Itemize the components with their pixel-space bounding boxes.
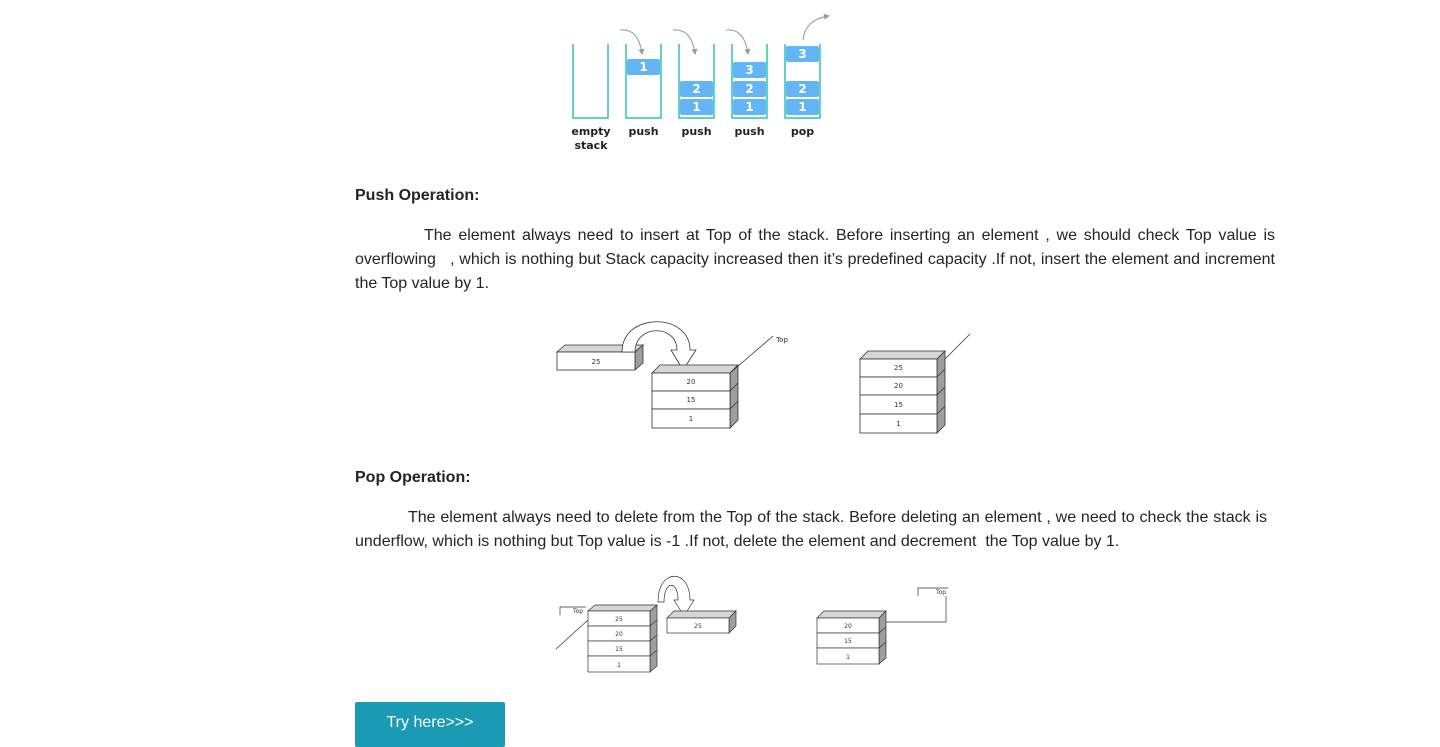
block-value: 2 <box>798 82 806 96</box>
block-push1-1 <box>627 59 660 75</box>
caption-empty: empty <box>571 125 610 138</box>
top-pointer-line <box>555 619 589 650</box>
moving-block <box>555 344 645 371</box>
stack-value: 15 <box>615 646 623 653</box>
result-top-pointer <box>886 596 947 623</box>
curved-arrow <box>657 575 695 617</box>
result-value: 20 <box>844 623 852 630</box>
block-value: 3 <box>798 47 806 61</box>
push-arrow-3 <box>725 29 751 55</box>
block-push3-2 <box>733 81 766 97</box>
caption-push: push <box>734 125 764 138</box>
stack-container-push-3 <box>731 44 768 119</box>
pop-operation-text: The element always need to delete from t… <box>355 509 1267 550</box>
result-stack <box>816 610 887 665</box>
push-arrow-1 <box>619 29 645 55</box>
stack-value: 1 <box>689 415 693 423</box>
block-value: 2 <box>745 82 753 96</box>
block-value: 1 <box>692 100 700 114</box>
popped-value: 25 <box>694 623 702 630</box>
result-top-line <box>944 333 971 360</box>
top-label: Top <box>775 336 788 344</box>
result-value: 15 <box>894 401 903 409</box>
block-push2-1 <box>680 99 713 115</box>
stack-container-pop <box>784 44 821 119</box>
stack-value: 20 <box>615 631 623 638</box>
block-pop-3 <box>786 46 819 62</box>
curved-arrow <box>621 321 697 371</box>
stack-value: 1 <box>617 662 621 669</box>
top-label: Top <box>572 608 583 615</box>
result-value: 1 <box>896 420 900 428</box>
block-value: 1 <box>639 60 647 74</box>
stack-container-push-1 <box>625 44 662 119</box>
result-value: 15 <box>844 638 852 645</box>
source-stack <box>587 604 658 673</box>
top-label-box <box>559 606 586 615</box>
result-value: 25 <box>894 364 903 372</box>
push-operation-description: The element always need to insert at Top… <box>355 224 1275 296</box>
push-illustration: 25 20 15 1 25 20 15 1 Top <box>555 321 971 434</box>
result-value: 20 <box>894 382 903 390</box>
block-value: 2 <box>692 82 700 96</box>
caption-push: push <box>681 125 711 138</box>
block-pop-1 <box>786 99 819 115</box>
block-value: 1 <box>745 100 753 114</box>
popped-block <box>666 610 737 634</box>
stack-sequence-figure: 1 2 1 3 2 1 3 2 1 empty stack push push … <box>571 13 830 152</box>
stack-value: 25 <box>615 616 623 623</box>
push-operation-heading: Push Operation: <box>355 187 480 204</box>
pop-operation-heading: Pop Operation: <box>355 469 471 486</box>
moving-value: 25 <box>592 358 601 366</box>
stack-value: 20 <box>687 378 696 386</box>
push-arrow-2 <box>672 29 698 55</box>
pop-illustration: Top 25 20 15 1 25 20 15 1 Top <box>555 575 948 673</box>
block-pop-2 <box>786 81 819 97</box>
stack-container-push-2 <box>678 44 715 119</box>
result-top-label: Top <box>935 589 946 596</box>
caption-stack: stack <box>574 139 608 152</box>
pop-operation-description: The element always need to delete from t… <box>355 506 1267 554</box>
try-here-button[interactable]: Try here>>> <box>355 702 505 747</box>
block-push3-1 <box>733 99 766 115</box>
block-push3-3 <box>733 62 766 78</box>
block-push2-2 <box>680 81 713 97</box>
target-stack <box>651 364 739 429</box>
result-top-box <box>917 587 948 596</box>
stack-value: 15 <box>687 396 696 404</box>
caption-push: push <box>628 125 658 138</box>
block-value: 3 <box>745 63 753 77</box>
caption-pop: pop <box>791 125 814 138</box>
pop-arrow <box>802 13 830 41</box>
top-pointer-line <box>729 335 774 374</box>
block-value: 1 <box>798 100 806 114</box>
result-value: 1 <box>846 654 850 661</box>
result-stack <box>859 350 946 434</box>
push-operation-text: The element always need to insert at Top… <box>355 227 1275 292</box>
stack-container-empty <box>572 44 609 119</box>
